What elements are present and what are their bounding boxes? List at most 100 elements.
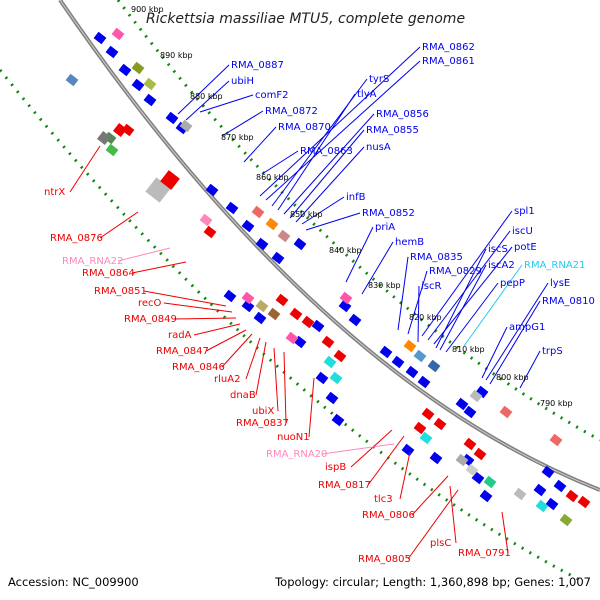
gene-feature[interactable] <box>160 170 180 190</box>
gene-label[interactable]: RMA_0829 <box>429 266 482 277</box>
gene-feature[interactable] <box>131 78 145 92</box>
gene-label[interactable]: tlc3 <box>374 494 393 505</box>
gene-label[interactable]: RMA_0837 <box>236 418 289 429</box>
gene-feature[interactable] <box>118 63 132 77</box>
gene-feature[interactable] <box>293 237 307 251</box>
gene-feature[interactable] <box>533 483 547 497</box>
gene-feature[interactable] <box>241 291 255 305</box>
gene-feature[interactable] <box>455 453 469 467</box>
gene-feature[interactable] <box>379 345 393 359</box>
gene-feature[interactable] <box>419 431 433 445</box>
gene-label[interactable]: RMA_0806 <box>362 510 415 521</box>
gene-feature[interactable] <box>251 205 265 219</box>
gene-feature[interactable] <box>223 289 237 303</box>
gene-label[interactable]: iscS <box>488 244 508 255</box>
gene-label[interactable]: hemB <box>395 237 424 248</box>
gene-label[interactable]: RMA_0817 <box>318 480 371 491</box>
gene-feature[interactable] <box>463 405 477 419</box>
gene-label[interactable]: dnaB <box>230 390 256 401</box>
gene-feature[interactable] <box>338 299 352 313</box>
gene-feature[interactable] <box>535 499 549 513</box>
gene-feature[interactable] <box>111 27 125 41</box>
gene-label[interactable]: nuoN1 <box>277 432 310 443</box>
gene-feature[interactable] <box>285 331 299 345</box>
gene-label[interactable]: RMA_0876 <box>50 233 103 244</box>
gene-label[interactable]: pepP <box>500 278 525 289</box>
gene-feature[interactable] <box>165 111 179 125</box>
gene-feature[interactable] <box>105 45 119 59</box>
gene-label[interactable]: RMA_0852 <box>362 208 415 219</box>
gene-feature[interactable] <box>121 123 135 137</box>
gene-feature[interactable] <box>143 93 157 107</box>
gene-feature[interactable] <box>321 335 335 349</box>
gene-label[interactable]: ubiH <box>231 76 254 87</box>
gene-label[interactable]: RMA_0791 <box>458 548 511 559</box>
gene-feature[interactable] <box>131 61 145 75</box>
gene-label[interactable]: RMA_0887 <box>231 60 284 71</box>
gene-feature[interactable] <box>463 437 477 451</box>
gene-feature[interactable] <box>465 463 479 477</box>
gene-label[interactable]: rluA2 <box>214 374 240 385</box>
gene-label[interactable]: ubiX <box>252 406 274 417</box>
gene-feature[interactable] <box>421 407 435 421</box>
gene-label[interactable]: spl1 <box>514 206 535 217</box>
gene-label[interactable]: nusA <box>366 142 391 153</box>
gene-label[interactable]: RMA_0870 <box>278 122 331 133</box>
gene-feature[interactable] <box>205 183 219 197</box>
gene-label[interactable]: RMA_0835 <box>410 252 463 263</box>
gene-label[interactable]: tyrS <box>369 74 389 85</box>
gene-label[interactable]: potE <box>514 242 537 253</box>
gene-label[interactable]: RMA_0851 <box>94 286 147 297</box>
gene-feature[interactable] <box>545 497 559 511</box>
gene-feature[interactable] <box>329 371 343 385</box>
gene-feature[interactable] <box>469 389 483 403</box>
gene-feature[interactable] <box>483 475 497 489</box>
gene-label[interactable]: RMA_0861 <box>422 56 475 67</box>
gene-feature[interactable] <box>405 365 419 379</box>
gene-feature[interactable] <box>577 495 591 509</box>
gene-feature[interactable] <box>301 315 315 329</box>
gene-label[interactable]: plsC <box>430 538 451 549</box>
gene-feature[interactable] <box>255 237 269 251</box>
gene-feature[interactable] <box>553 479 567 493</box>
gene-feature[interactable] <box>427 359 441 373</box>
gene-feature[interactable] <box>331 413 345 427</box>
gene-label[interactable]: lysE <box>550 278 570 289</box>
gene-feature[interactable] <box>203 225 217 239</box>
gene-feature[interactable] <box>333 349 347 363</box>
gene-label[interactable]: infB <box>346 192 366 203</box>
gene-label[interactable]: radA <box>168 330 192 341</box>
gene-feature[interactable] <box>225 201 239 215</box>
gene-label[interactable]: iscU <box>512 226 533 237</box>
gene-feature[interactable] <box>455 397 469 411</box>
gene-label[interactable]: RMA_0810 <box>542 296 595 307</box>
gene-feature[interactable] <box>565 489 579 503</box>
gene-label[interactable]: RMA_0846 <box>172 362 225 373</box>
gene-feature[interactable] <box>265 217 279 231</box>
gene-feature[interactable] <box>513 487 527 501</box>
gene-feature[interactable] <box>241 219 255 233</box>
gene-label[interactable]: RMA_RNA21 <box>524 260 585 271</box>
gene-feature[interactable] <box>541 465 555 479</box>
gene-label[interactable]: tlyA <box>357 89 377 100</box>
gene-feature[interactable] <box>93 31 107 45</box>
gene-feature[interactable] <box>433 417 447 431</box>
gene-feature[interactable] <box>348 313 362 327</box>
gene-feature[interactable] <box>175 121 189 135</box>
gene-label[interactable]: RMA_RNA22 <box>62 256 123 267</box>
gene-feature[interactable] <box>401 443 415 457</box>
gene-label[interactable]: RMA_RNA20 <box>266 449 327 460</box>
gene-label[interactable]: comF2 <box>255 90 288 101</box>
gene-feature[interactable] <box>96 130 112 146</box>
gene-feature[interactable] <box>417 375 431 389</box>
gene-feature[interactable] <box>339 291 353 305</box>
gene-feature[interactable] <box>112 122 128 138</box>
gene-feature[interactable] <box>413 421 427 435</box>
gene-feature[interactable] <box>559 513 573 527</box>
gene-label[interactable]: RMA_0862 <box>422 42 475 53</box>
gene-feature[interactable] <box>311 319 325 333</box>
gene-label[interactable]: RMA_0849 <box>124 314 177 325</box>
gene-feature[interactable] <box>315 371 329 385</box>
gene-feature[interactable] <box>271 251 285 265</box>
gene-feature[interactable] <box>275 293 289 307</box>
